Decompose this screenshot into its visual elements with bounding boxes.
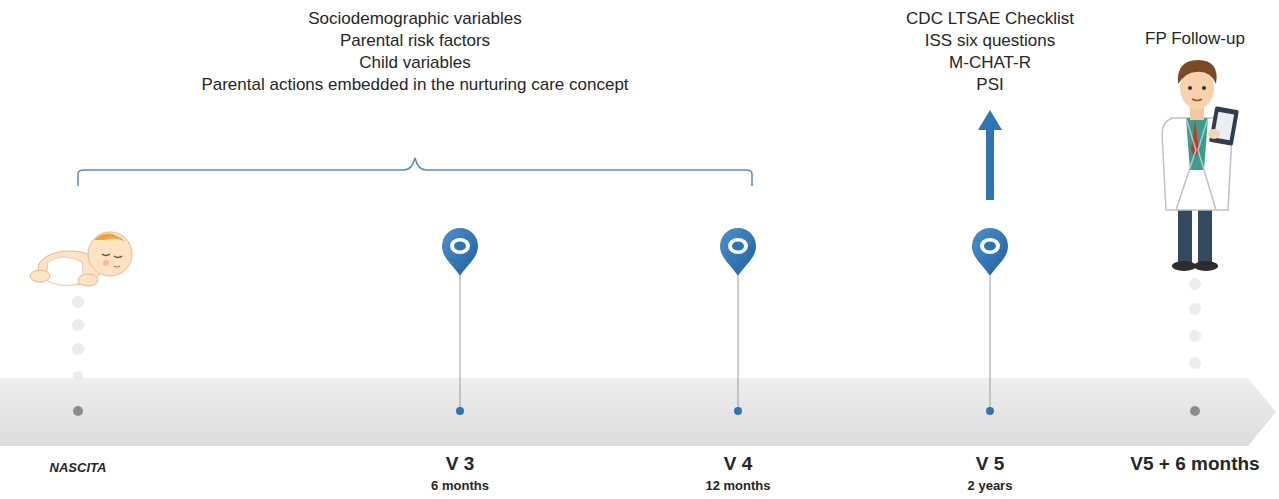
visit-label: V 4 (724, 453, 753, 475)
age-label: 12 months (705, 478, 770, 494)
birth-label: NASCITA (50, 460, 107, 476)
doctor-illustration (1162, 60, 1239, 271)
age-label: 2 years (968, 478, 1013, 494)
timeline-dot (456, 407, 464, 415)
stem (990, 276, 991, 408)
dot-trail (72, 278, 1201, 381)
location-pin (972, 228, 1008, 276)
baby-illustration (30, 232, 132, 286)
bracket (78, 158, 752, 186)
timeline-dot (734, 407, 742, 415)
location-pin (442, 228, 478, 276)
up-arrow (978, 110, 1002, 200)
timeline-dot (1190, 406, 1200, 416)
age-label: 6 months (431, 478, 489, 494)
measure-item: ISS six questions (925, 30, 1055, 52)
variable-item: Parental actions embedded in the nurturi… (200, 74, 630, 96)
variable-item: Parental risk factors (340, 30, 490, 52)
variable-item: Sociodemographic variables (308, 8, 522, 30)
timeline-band (0, 378, 1276, 446)
stem (738, 276, 739, 408)
follow-up-label: FP Follow-up (1145, 28, 1245, 50)
visit-label: V5 + 6 months (1130, 453, 1259, 475)
measure-item: CDC LTSAE Checklist (906, 8, 1074, 30)
visit-label: V 3 (446, 453, 475, 475)
timeline-dot (986, 407, 994, 415)
visit-label: V 5 (976, 453, 1005, 475)
timeline-dot (73, 406, 83, 416)
variable-item: Child variables (359, 52, 471, 74)
stem (460, 276, 461, 408)
measure-item: PSI (976, 74, 1003, 96)
measure-item: M-CHAT-R (949, 52, 1031, 74)
location-pin (720, 228, 756, 276)
